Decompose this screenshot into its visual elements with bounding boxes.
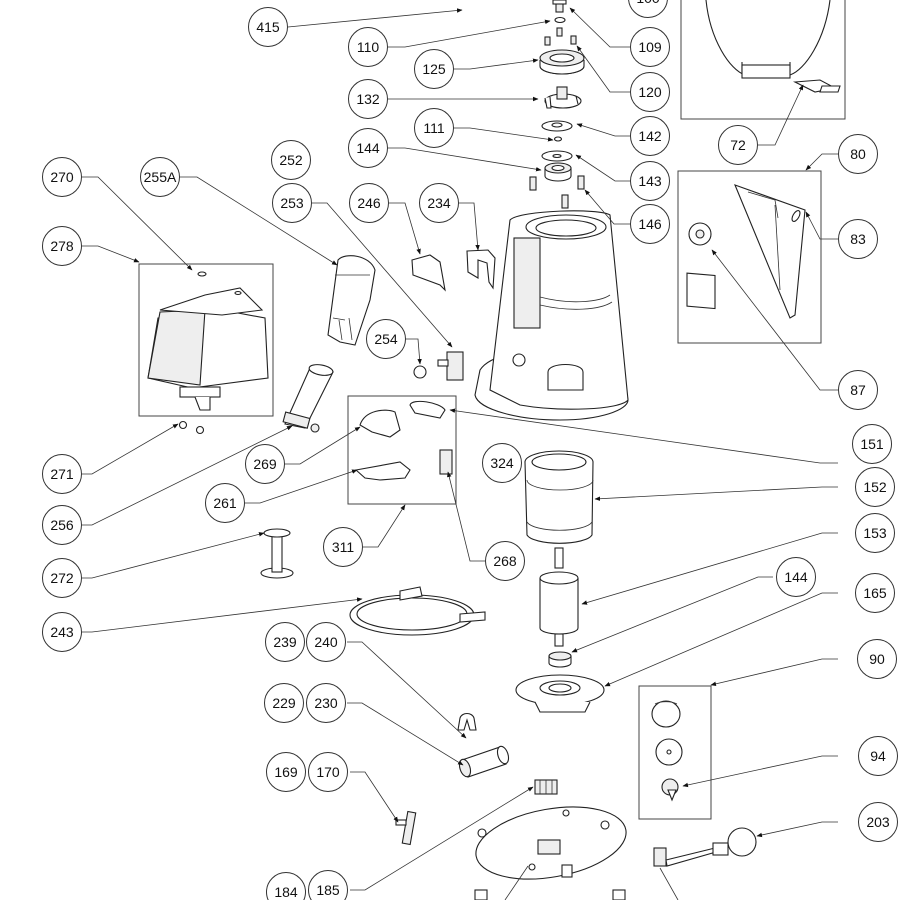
terminal-block-part xyxy=(534,779,558,795)
lower-bearing-part xyxy=(548,651,572,668)
small-washer-part xyxy=(553,136,563,142)
screws-271-part xyxy=(178,420,205,435)
microswitch-part xyxy=(437,351,464,381)
motor-stator-part xyxy=(524,450,594,544)
fan-cover-part xyxy=(734,184,806,319)
spout-tube-part xyxy=(282,364,334,433)
lever-group-box xyxy=(347,395,457,505)
lever-arm-part xyxy=(354,461,411,481)
burr-carrier-part xyxy=(544,86,582,109)
knob-part xyxy=(413,365,427,379)
callout-94: 94 xyxy=(858,736,898,776)
callout-72: 72 xyxy=(718,125,758,165)
hopper-group-box xyxy=(680,0,846,120)
callout-269: 269 xyxy=(245,444,285,484)
switch-group-box xyxy=(638,685,712,820)
callout-169: 169 xyxy=(266,752,306,792)
motor-rotor-part xyxy=(539,547,579,647)
callout-143: 143 xyxy=(630,161,670,201)
callout-185: 185 xyxy=(308,870,348,900)
callout-270: 270 xyxy=(42,157,82,197)
callout-152: 152 xyxy=(855,467,895,507)
callout-253: 253 xyxy=(272,183,312,223)
callout-203: 203 xyxy=(858,802,898,842)
callout-234: 234 xyxy=(419,183,459,223)
callout-229: 229 xyxy=(264,683,304,723)
callout-261: 261 xyxy=(205,483,245,523)
leader-lines xyxy=(82,7,838,900)
callout-151: 151 xyxy=(852,424,892,464)
switch-knob-part xyxy=(651,700,681,728)
callout-278: 278 xyxy=(42,226,82,266)
top-screw-part xyxy=(552,0,567,13)
callout-125: 125 xyxy=(414,49,454,89)
clip-plate-part xyxy=(411,254,446,292)
callout-311: 311 xyxy=(323,527,363,567)
callout-415: 415 xyxy=(248,7,288,47)
standoff-part xyxy=(561,864,573,878)
callout-240: 240 xyxy=(306,622,346,662)
spout-cover-part xyxy=(147,271,269,411)
callout-146: 146 xyxy=(630,204,670,244)
callout-132: 132 xyxy=(348,79,388,119)
callout-170: 170 xyxy=(308,752,348,792)
bearing-housing-part xyxy=(539,49,585,75)
callout-272: 272 xyxy=(42,558,82,598)
fan-group-box xyxy=(677,170,822,344)
callout-255A: 255A xyxy=(140,157,180,197)
hopper-part xyxy=(705,0,831,79)
fan-part xyxy=(686,222,716,310)
callout-252: 252 xyxy=(271,140,311,180)
callout-87: 87 xyxy=(838,370,878,410)
callout-324: 324 xyxy=(482,443,522,483)
callout-142: 142 xyxy=(630,116,670,156)
circuit-board-part xyxy=(475,806,627,880)
callout-80: 80 xyxy=(838,134,878,174)
upper-bearing-part xyxy=(544,162,572,182)
callout-90: 90 xyxy=(857,639,897,679)
chute-part xyxy=(327,255,376,346)
grinder-body-part xyxy=(474,210,629,421)
callout-83: 83 xyxy=(838,219,878,259)
foot-part-2 xyxy=(474,889,488,900)
callout-111: 111 xyxy=(414,108,454,148)
callout-254: 254 xyxy=(366,319,406,359)
washer-part xyxy=(554,16,566,24)
callout-165: 165 xyxy=(855,573,895,613)
callout-153: 153 xyxy=(855,513,895,553)
thermal-switch-part xyxy=(395,810,417,846)
rotary-switch-part xyxy=(661,778,679,802)
callout-271: 271 xyxy=(42,454,82,494)
callout-230: 230 xyxy=(306,683,346,723)
spout-cover-group-box xyxy=(138,263,274,417)
cap-part xyxy=(359,409,401,438)
power-cord-part xyxy=(653,827,757,867)
lever-bracket-part xyxy=(409,400,446,419)
switch-plate-part xyxy=(655,738,683,766)
callout-120: 120 xyxy=(630,72,670,112)
motor-base-plate-part xyxy=(515,674,605,713)
springs-part xyxy=(529,175,585,209)
callout-144-lower: 144 xyxy=(776,557,816,597)
callout-109: 109 xyxy=(630,27,670,67)
callout-268: 268 xyxy=(485,541,525,581)
callout-246: 246 xyxy=(349,183,389,223)
clamp-part xyxy=(457,712,477,731)
hopper-slide-part xyxy=(792,79,841,93)
small-screws-part xyxy=(544,27,577,46)
capacitor-part xyxy=(458,745,510,778)
spacer-spool-part xyxy=(260,528,294,579)
callout-110: 110 xyxy=(348,27,388,67)
callout-243: 243 xyxy=(42,612,82,652)
foot-part xyxy=(612,889,626,900)
retaining-ring-part xyxy=(349,586,486,636)
callout-256: 256 xyxy=(42,505,82,545)
callout-239: 239 xyxy=(265,622,305,662)
callout-144-upper: 144 xyxy=(348,128,388,168)
bracket-part xyxy=(466,249,496,290)
lever-clip-part xyxy=(439,449,453,475)
